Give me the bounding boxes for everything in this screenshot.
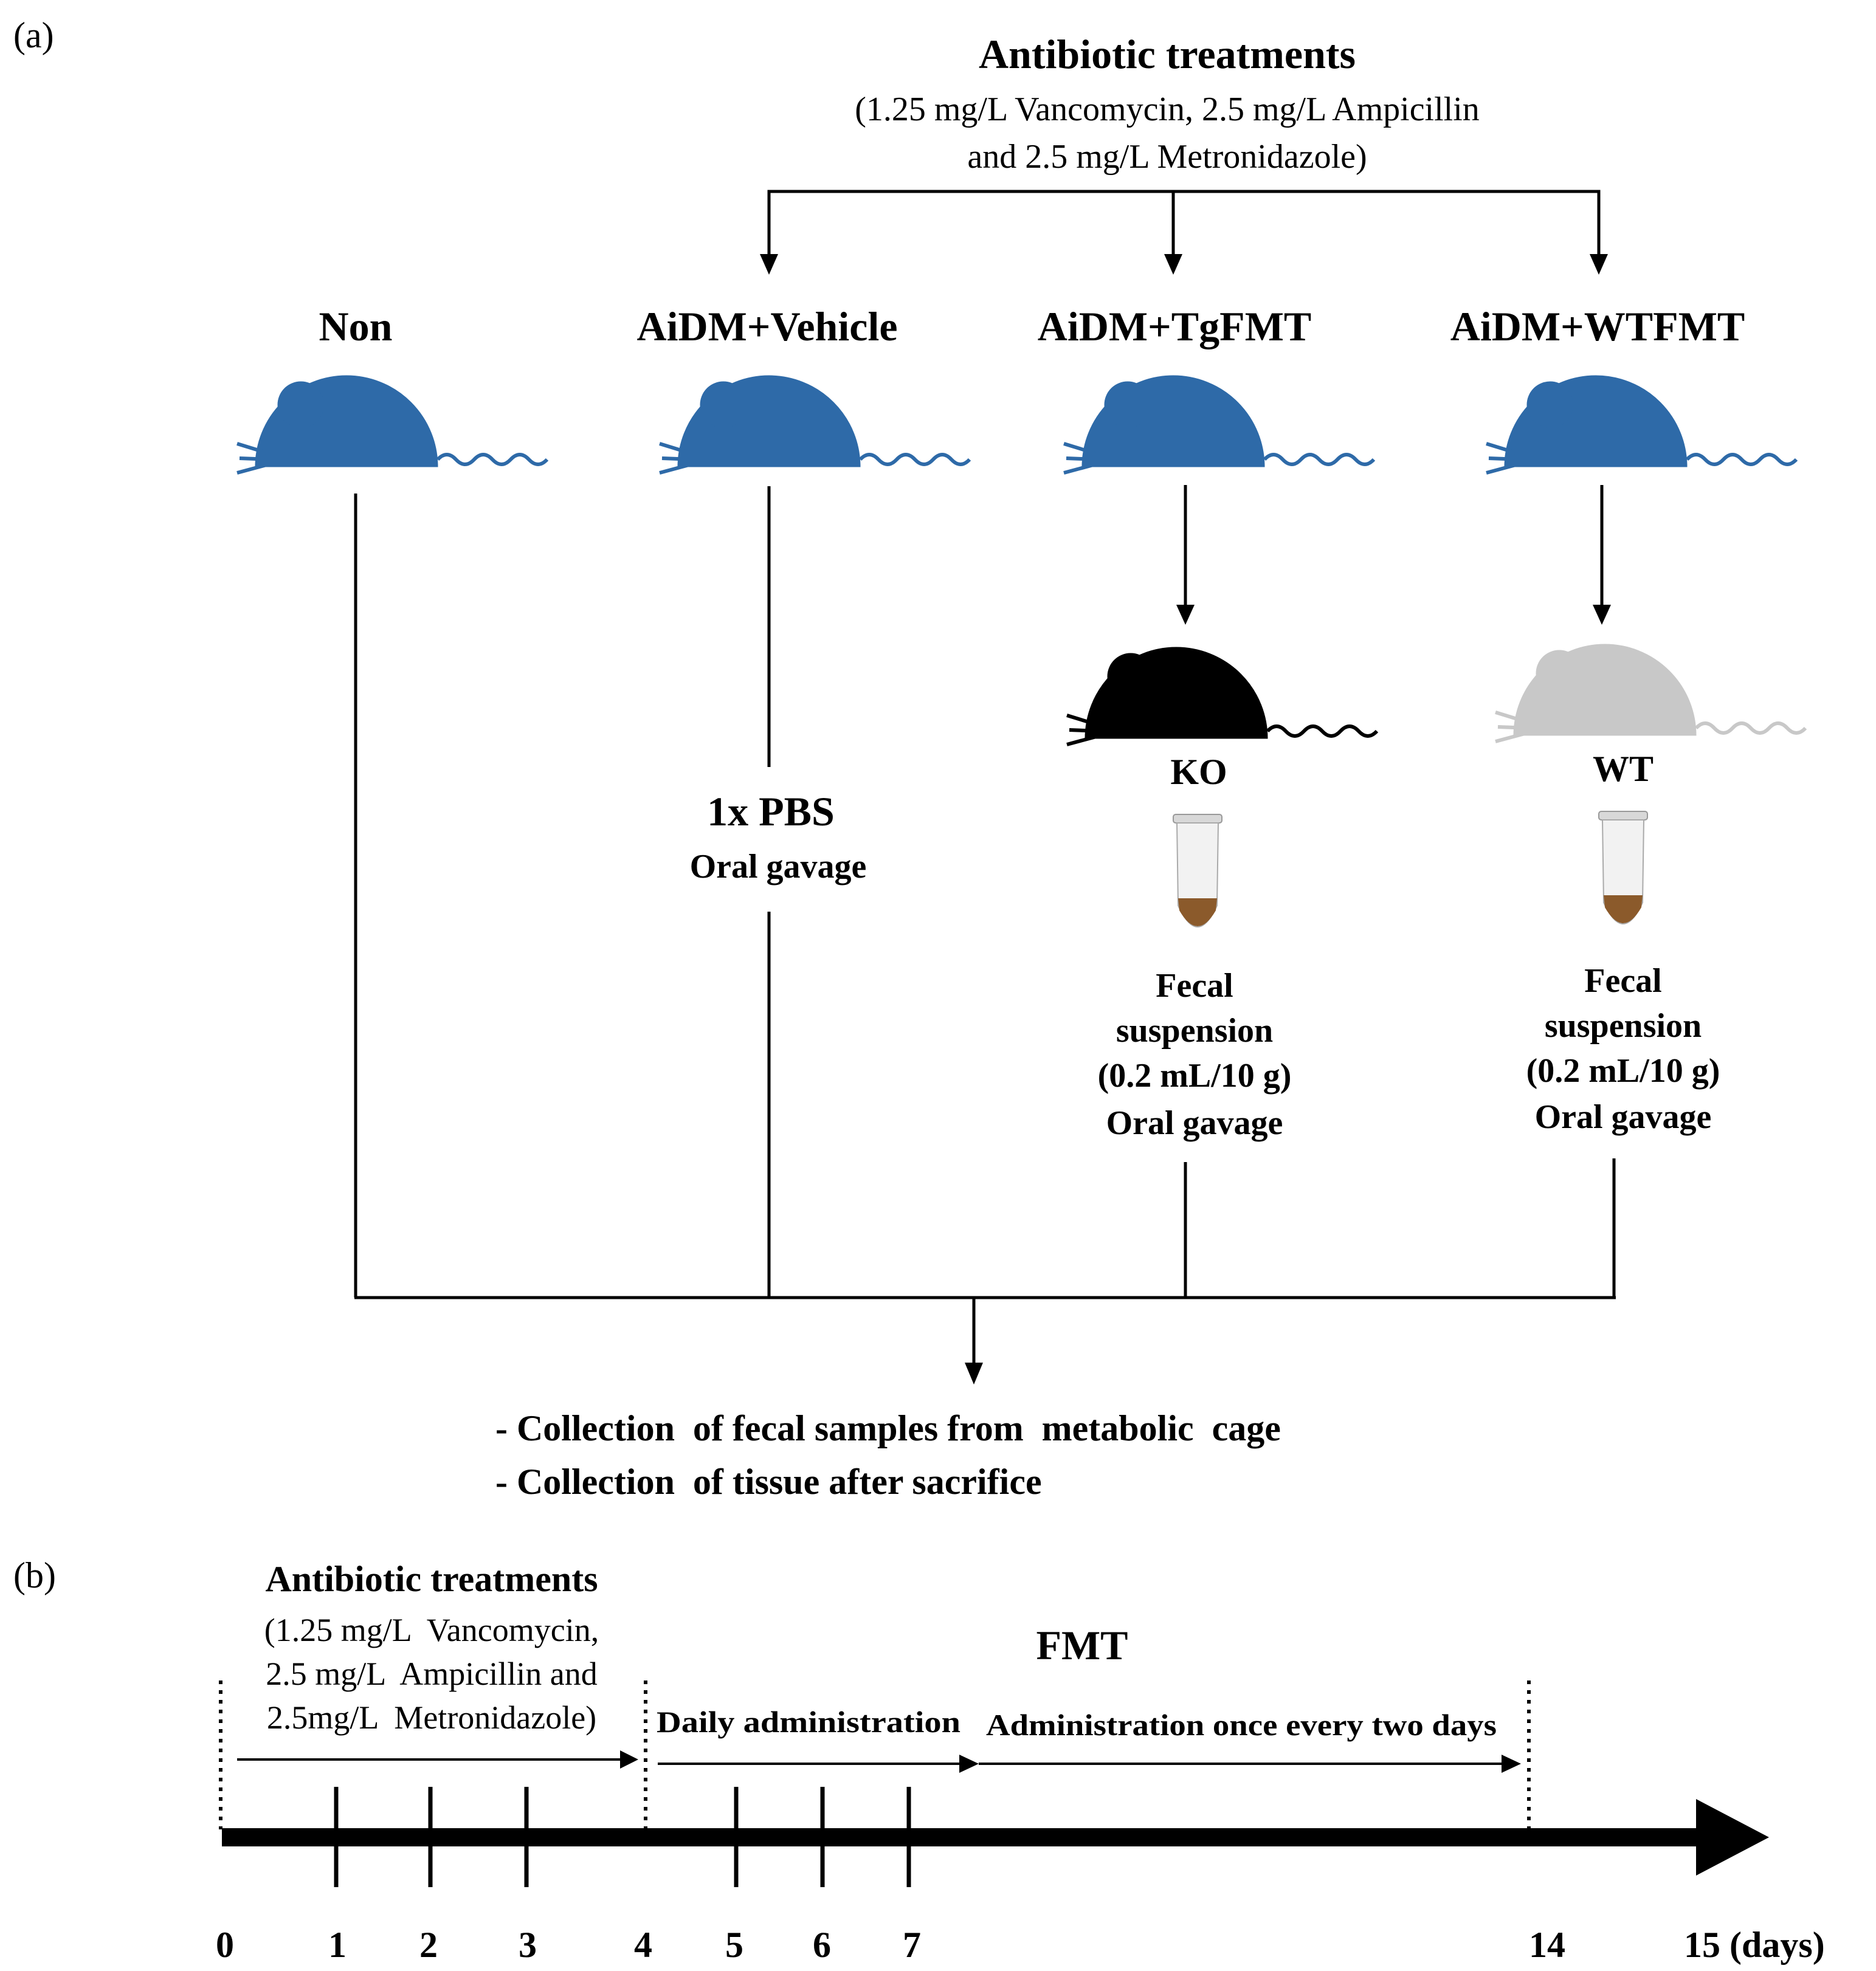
wt-suspension-line4: Oral gavage bbox=[1535, 1098, 1712, 1136]
wt-tube-icon bbox=[1598, 811, 1648, 924]
mouse-icon-vehicle bbox=[660, 376, 970, 473]
antibiotic-dose-line3-b: 2.5mg/L Metronidazole) bbox=[267, 1699, 596, 1736]
wt-suspension-line1: Fecal bbox=[1584, 962, 1661, 1000]
ko-suspension-line1: Fecal bbox=[1156, 967, 1233, 1005]
antibiotic-dose-line1-b: (1.25 mg/L Vancomycin, bbox=[264, 1612, 599, 1648]
ko-suspension-line4: Oral gavage bbox=[1106, 1104, 1283, 1142]
wt-label: WT bbox=[1593, 749, 1654, 789]
tick-label-6: 6 bbox=[813, 1925, 831, 1965]
antibiotic-title-a: Antibiotic treatments bbox=[979, 31, 1356, 77]
antibiotic-dose-line1-a: (1.25 mg/L Vancomycin, 2.5 mg/L Ampicill… bbox=[855, 91, 1480, 128]
wt-suspension-line3: (0.2 mL/10 g) bbox=[1526, 1052, 1720, 1090]
tick-label-7: 7 bbox=[903, 1925, 921, 1965]
collection-line2: - Collection of tissue after sacrifice bbox=[495, 1462, 1042, 1502]
panel-b-label: (b) bbox=[13, 1555, 56, 1595]
antibiotic-dose-line2-a: and 2.5 mg/L Metronidazole) bbox=[967, 138, 1367, 176]
tick-label-14: 14 bbox=[1529, 1925, 1565, 1965]
tick-label-2: 2 bbox=[419, 1925, 438, 1965]
panel-a-label: (a) bbox=[13, 15, 54, 55]
ko-suspension-line3: (0.2 mL/10 g) bbox=[1098, 1057, 1292, 1095]
wt-mouse-icon bbox=[1495, 644, 1805, 741]
vehicle-gavage-label: Oral gavage bbox=[690, 848, 867, 886]
vehicle-pbs-label: 1x PBS bbox=[707, 788, 835, 834]
arrow-to-wtfmt bbox=[1590, 254, 1608, 275]
daily-administration-label: Daily administration bbox=[657, 1705, 960, 1739]
every-two-days-label: Administration once every two days bbox=[986, 1708, 1497, 1742]
timeline-ticks bbox=[334, 1787, 911, 1887]
group-label-tgfmt: AiDM+TgFMT bbox=[1038, 303, 1311, 349]
tick-label-0: 0 bbox=[216, 1925, 234, 1965]
antibiotic-period-arrowhead bbox=[620, 1750, 638, 1769]
collection-line1: - Collection of fecal samples from metab… bbox=[495, 1408, 1281, 1448]
ko-label: KO bbox=[1170, 752, 1227, 792]
arrow-to-vehicle bbox=[760, 254, 778, 275]
tgfmt-arrowhead bbox=[1176, 605, 1195, 625]
wt-suspension-line2: suspension bbox=[1545, 1007, 1702, 1045]
tick-label-4: 4 bbox=[634, 1925, 652, 1965]
group-label-wtfmt: AiDM+WTFMT bbox=[1450, 303, 1745, 349]
tick-label-15-days: 15 (days) bbox=[1684, 1925, 1825, 1965]
mouse-icon-tgfmt bbox=[1064, 376, 1374, 473]
ko-suspension-line2: suspension bbox=[1116, 1012, 1273, 1050]
mouse-icon-wtfmt bbox=[1486, 376, 1796, 473]
fmt-title: FMT bbox=[1036, 1622, 1128, 1668]
tick-label-5: 5 bbox=[725, 1925, 743, 1965]
every-two-period-arrowhead bbox=[1502, 1755, 1521, 1773]
mouse-icon-non bbox=[237, 376, 547, 473]
wtfmt-arrowhead bbox=[1593, 605, 1611, 625]
ko-tube-icon bbox=[1173, 814, 1223, 927]
daily-period-arrowhead bbox=[959, 1755, 979, 1773]
group-label-non: Non bbox=[319, 303, 393, 349]
antibiotic-bracket bbox=[767, 190, 1601, 267]
ko-mouse-icon bbox=[1067, 647, 1377, 745]
timeline-arrowhead bbox=[1696, 1799, 1769, 1876]
antibiotic-dose-line2-b: 2.5 mg/L Ampicillin and bbox=[266, 1656, 597, 1692]
group-label-vehicle: AiDM+Vehicle bbox=[636, 303, 897, 349]
antibiotic-title-b: Antibiotic treatments bbox=[265, 1559, 598, 1599]
collector-arrowhead bbox=[965, 1363, 983, 1385]
arrow-to-tgfmt bbox=[1164, 254, 1182, 275]
tick-label-1: 1 bbox=[328, 1925, 347, 1965]
tick-label-3: 3 bbox=[519, 1925, 537, 1965]
